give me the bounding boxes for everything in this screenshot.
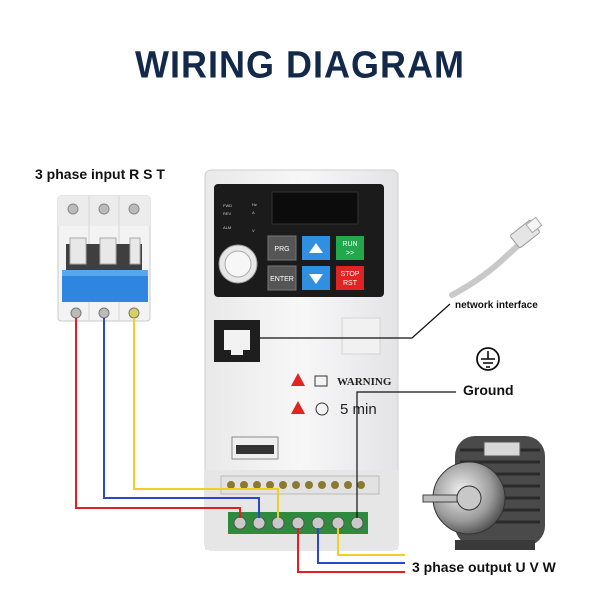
arrow-up-icon xyxy=(309,243,323,253)
run-label: RUN xyxy=(342,241,357,248)
display-screen xyxy=(271,191,359,225)
wire-u xyxy=(297,528,405,573)
run-button[interactable]: RUN >> xyxy=(336,236,364,260)
enter-button[interactable]: ENTER xyxy=(267,265,297,291)
motor-icon xyxy=(422,436,545,550)
indicator-fwd: FWD xyxy=(223,203,232,208)
input-label: 3 phase input R S T xyxy=(35,166,165,182)
inverter-body: FWD REV ALM Hz A V PRG RUN >> ENTER xyxy=(204,169,399,551)
stop-label: STOP xyxy=(341,271,360,278)
wire-t xyxy=(133,318,279,518)
prg-label: PRG xyxy=(274,246,289,253)
arrow-down-icon xyxy=(309,274,323,284)
stop-button[interactable]: STOP RST xyxy=(336,266,364,290)
indicator-hz: Hz xyxy=(252,202,257,207)
wire-v xyxy=(317,528,405,564)
ground-wire xyxy=(356,391,456,518)
blank-cover xyxy=(341,317,381,355)
warning-text: WARNING xyxy=(337,376,392,388)
network-label: network interface xyxy=(455,300,538,311)
speed-dial[interactable] xyxy=(218,244,258,284)
enter-label: ENTER xyxy=(270,276,294,283)
up-button[interactable] xyxy=(302,236,330,260)
diagram-title: WIRING DIAGRAM xyxy=(135,42,465,86)
network-line xyxy=(260,303,451,339)
ground-label: Ground xyxy=(463,382,514,398)
down-button[interactable] xyxy=(302,266,330,290)
warning-icon xyxy=(291,373,305,386)
shock-warning-icon xyxy=(291,401,305,414)
output-wires xyxy=(297,528,405,573)
manual-icon xyxy=(314,375,328,387)
indicator-rev: REV xyxy=(223,211,232,216)
power-terminal-strip xyxy=(228,512,368,534)
indicator-v: V xyxy=(252,228,255,233)
indicator-a: A xyxy=(252,210,255,215)
run-sub-label: >> xyxy=(346,250,354,257)
wire-s xyxy=(103,318,260,518)
input-wires xyxy=(75,318,279,518)
wait-time-text: 5 min xyxy=(340,401,377,418)
control-terminal-strip xyxy=(220,475,380,495)
indicator-alm: ALM xyxy=(223,225,231,230)
output-label: 3 phase output U V W xyxy=(412,559,556,575)
rst-label: RST xyxy=(343,280,358,287)
circuit-breaker xyxy=(57,195,151,322)
ground-icon xyxy=(476,347,500,371)
wire-r xyxy=(75,318,241,518)
ethernet-cable-icon xyxy=(449,216,543,298)
prg-button[interactable]: PRG xyxy=(267,235,297,261)
wire-w xyxy=(337,528,405,556)
clock-icon xyxy=(315,402,329,416)
network-port[interactable] xyxy=(214,320,260,362)
